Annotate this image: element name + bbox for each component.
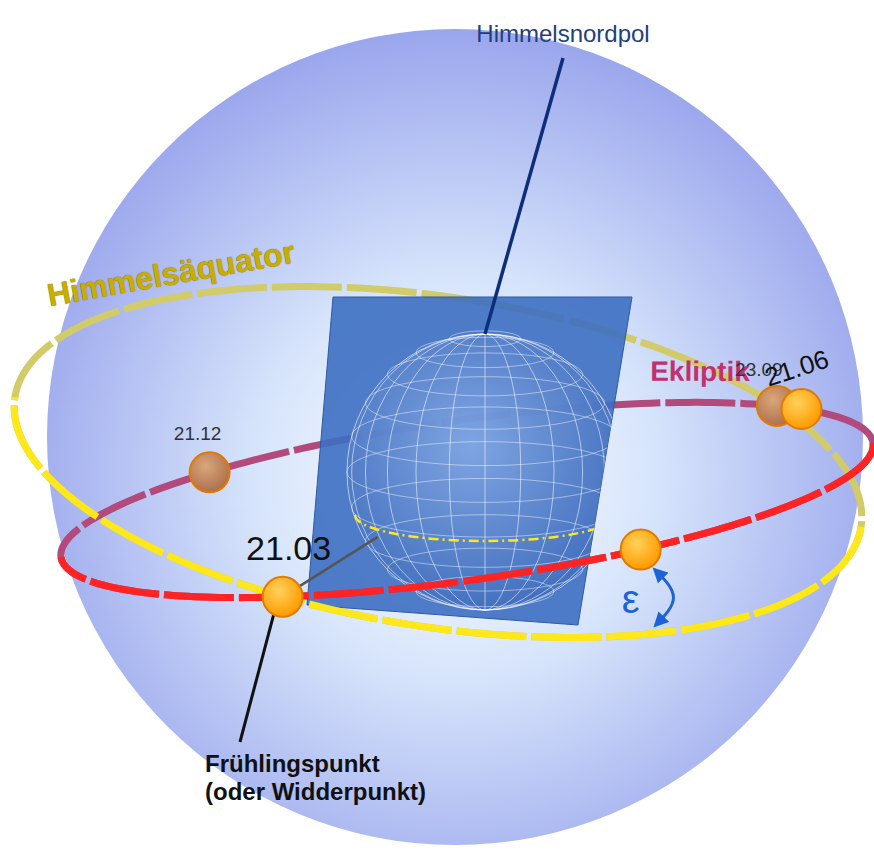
obliquity-arrow <box>655 570 674 626</box>
earth-globe <box>347 334 623 610</box>
meridian-line <box>449 334 520 610</box>
latitude-line <box>365 515 604 568</box>
latitude-line <box>416 337 554 367</box>
obliquity-symbol: ε <box>622 576 640 622</box>
sun-position-dot <box>621 530 661 570</box>
globe-outline <box>347 334 623 610</box>
sun-position-dot <box>190 452 230 492</box>
meridian-line <box>416 334 554 610</box>
celestial-equator-front <box>14 397 861 637</box>
sun-position-dot <box>781 389 821 429</box>
leader-line <box>240 611 275 742</box>
latitude-line <box>347 442 623 503</box>
latitude-line <box>365 377 604 430</box>
pole-axis <box>485 58 563 334</box>
sun-position-dot <box>263 577 303 617</box>
celestial-sphere <box>47 29 863 845</box>
date-label: 21.12 <box>174 423 222 445</box>
meridian-line <box>485 334 486 610</box>
ecliptic-label: Ekliptik <box>650 356 750 389</box>
date-label: 21.06 <box>762 345 833 394</box>
equatorial-plane <box>307 297 632 625</box>
equator-label: Himmelsäquator <box>44 233 297 313</box>
date-label: 21.03 <box>246 529 331 568</box>
equinox-label: Frühlingspunkt (oder Widderpunkt) <box>205 750 441 805</box>
meridian-line <box>352 334 619 610</box>
latitude-line <box>352 478 619 537</box>
earth-equator <box>355 515 615 541</box>
latitude-line <box>352 407 619 466</box>
meridian-line <box>365 334 604 610</box>
ecliptic-front <box>61 443 873 598</box>
latitude-line <box>387 353 582 396</box>
pole-label: Himmelsnordpol <box>476 20 649 48</box>
